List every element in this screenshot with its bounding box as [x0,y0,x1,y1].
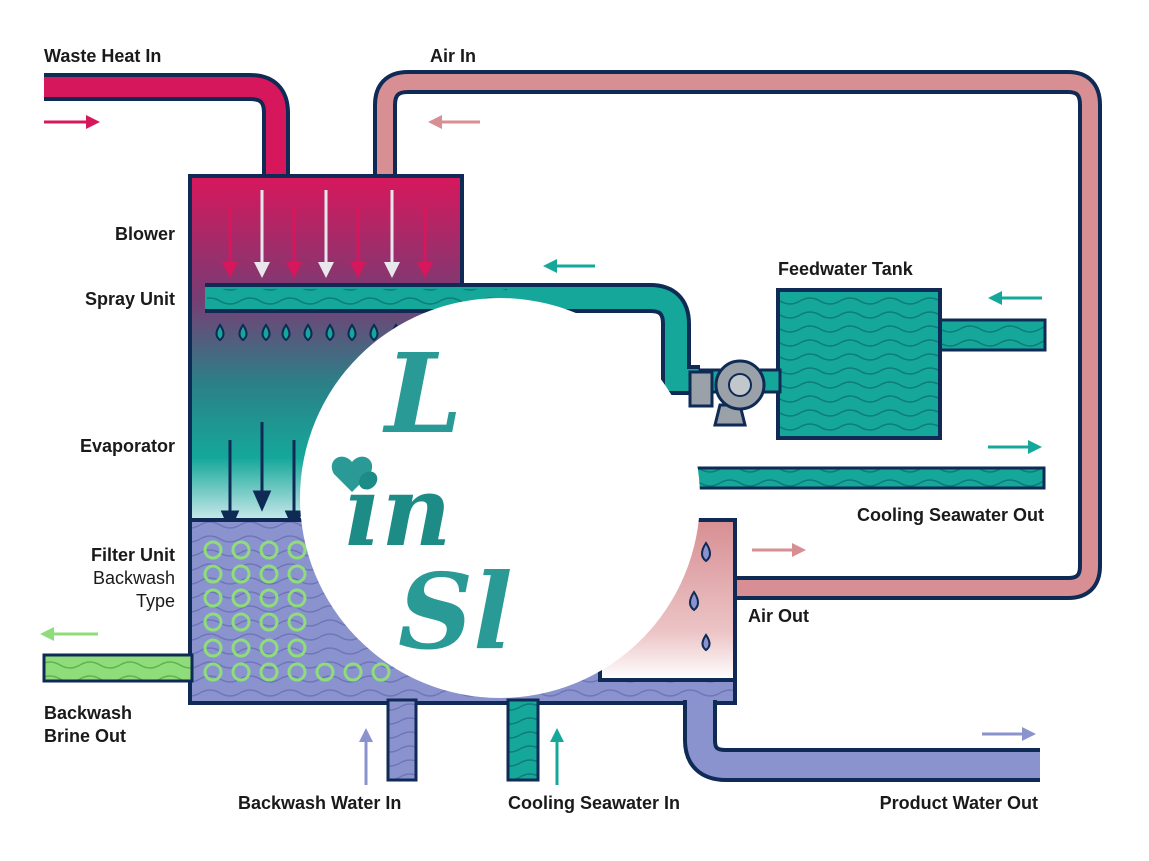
condensate-droplets [689,541,711,652]
backwash-in-pipe [386,698,418,782]
filter-rings [203,540,391,682]
label-air-out: Air Out [748,606,809,626]
label-backwash-brine-out-1: Backwash [44,703,132,723]
waste-heat-pipe [44,73,290,178]
label-spray-unit: Spray Unit [85,289,175,309]
watermark-line2: in [345,455,451,568]
label-cooling-seawater-in: Cooling Seawater In [508,793,680,813]
cooling-in-pipe [506,698,540,782]
label-backwash: Backwash [93,568,175,588]
label-product-water-out: Product Water Out [880,793,1038,813]
label-air-in: Air In [430,46,476,66]
label-backwash-brine-out-2: Brine Out [44,726,126,746]
flow-arrows [40,115,1042,785]
label-blower: Blower [115,224,175,244]
label-feedwater-tank: Feedwater Tank [778,259,914,279]
label-evaporator: Evaporator [80,436,175,456]
label-waste-heat-in: Waste Heat In [44,46,161,66]
spray-droplets [215,323,401,342]
feedwater-tank [776,288,942,440]
watermark-line1: L [382,329,462,458]
brine-out-pipe [42,653,194,683]
label-backwash-water-in: Backwash Water In [238,793,401,813]
blower-arrows [222,190,433,278]
cooling-out-pipe [688,466,1046,490]
watermark-line3: Sl [398,550,513,673]
pump-icon [688,359,782,427]
label-type: Type [136,591,175,611]
feedwater-inlet-pipe [933,318,1047,352]
label-cooling-seawater-out: Cooling Seawater Out [857,505,1044,525]
heart-icon [331,456,373,492]
label-filter-unit: Filter Unit [91,545,175,565]
watermark-logo: L in Sl [300,298,700,698]
